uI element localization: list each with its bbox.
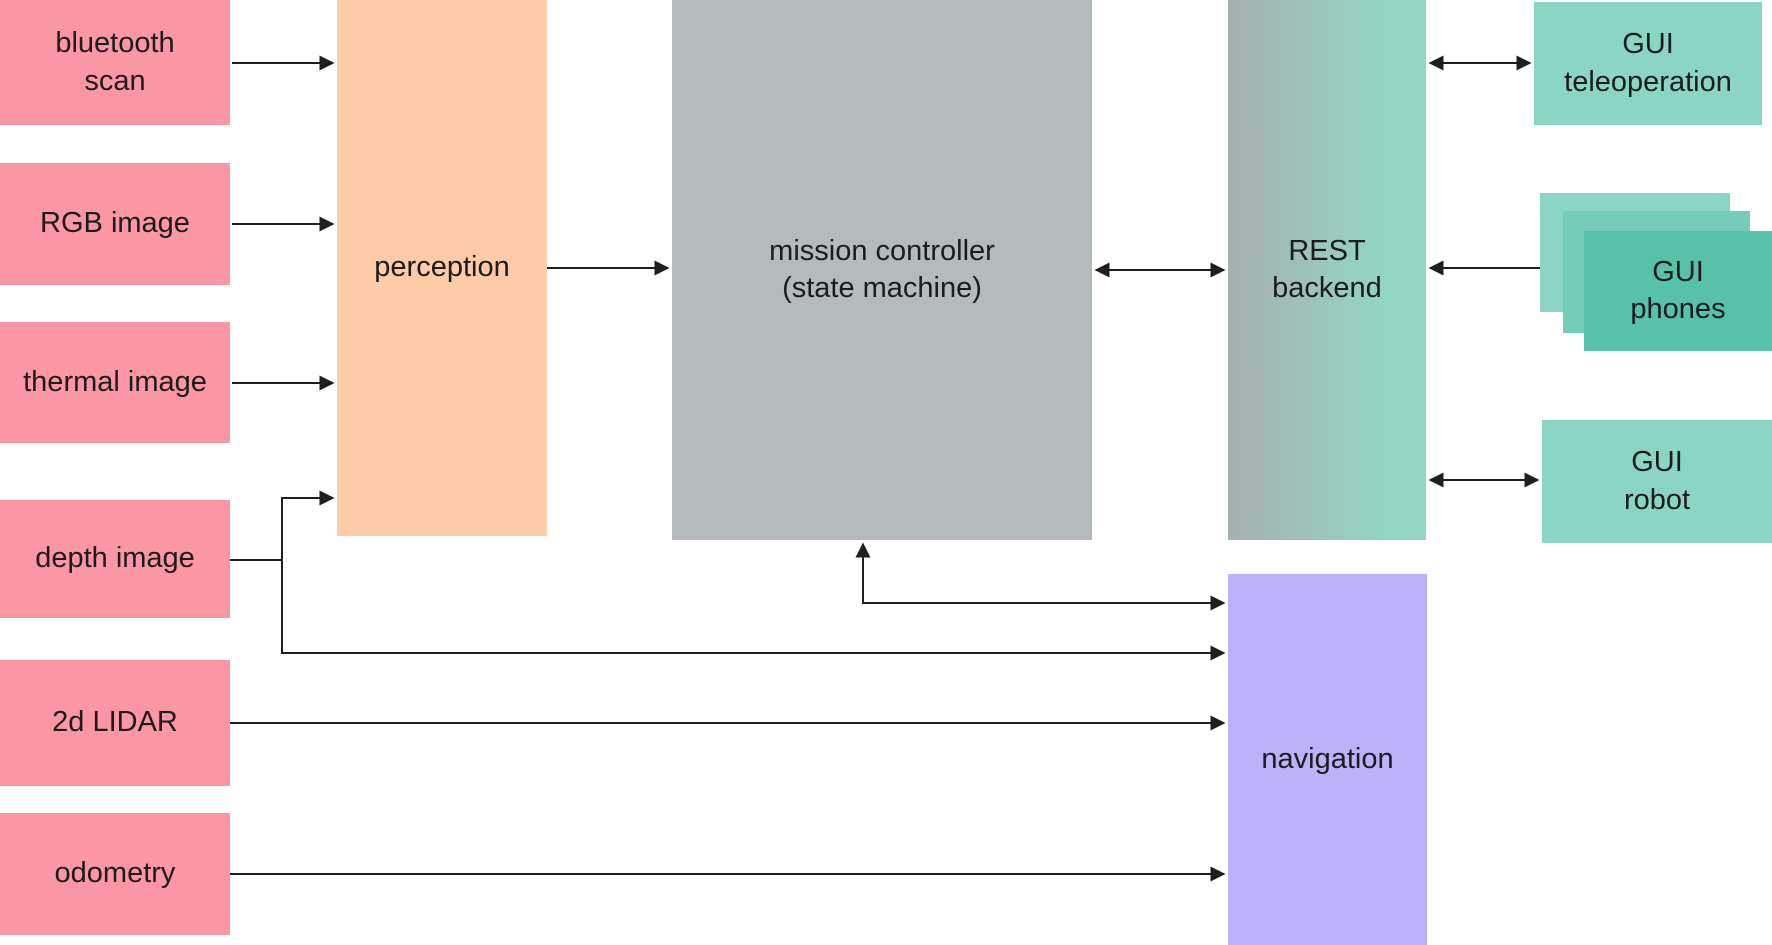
- node-bluetooth-scan-label: bluetooth scan: [55, 27, 175, 97]
- node-2d-lidar: 2d LIDAR: [0, 660, 230, 786]
- node-thermal-image-label: thermal image: [23, 365, 207, 398]
- node-odometry-label: odometry: [54, 857, 176, 890]
- node-depth-image: depth image: [0, 500, 230, 618]
- node-depth-image-label: depth image: [35, 542, 195, 575]
- node-mission-controller-label: mission controller (state machine): [769, 234, 995, 304]
- node-gui-robot: GUI robot: [1542, 420, 1772, 543]
- node-rest-backend-label: REST backend: [1272, 234, 1382, 304]
- node-perception-label: perception: [374, 251, 510, 284]
- node-rgb-image: RGB image: [0, 163, 230, 285]
- node-gui-robot-label: GUI robot: [1623, 446, 1691, 516]
- node-odometry: odometry: [0, 813, 230, 935]
- node-gui-teleoperation: GUI teleoperation: [1534, 2, 1762, 125]
- node-perception: perception: [337, 0, 547, 536]
- edge-depth-image-to-perception: [281, 490, 335, 560]
- edge-mission-controller-navigation: [855, 542, 1226, 611]
- node-thermal-image: thermal image: [0, 322, 230, 443]
- node-navigation: navigation: [1228, 574, 1427, 945]
- node-gui-teleoperation-label: GUI teleoperation: [1564, 28, 1732, 98]
- node-gui-phones-label: GUI phones: [1630, 255, 1726, 325]
- edge-depth-image-to-navigation: [281, 560, 1226, 661]
- node-rest-backend: REST backend: [1228, 0, 1426, 540]
- node-gui-phones: GUI phones: [1584, 231, 1772, 351]
- node-rgb-image-label: RGB image: [40, 207, 190, 240]
- node-navigation-label: navigation: [1261, 742, 1394, 775]
- node-2d-lidar-label: 2d LIDAR: [52, 706, 178, 739]
- node-mission-controller: mission controller (state machine): [672, 0, 1092, 540]
- node-bluetooth-scan: bluetooth scan: [0, 0, 230, 125]
